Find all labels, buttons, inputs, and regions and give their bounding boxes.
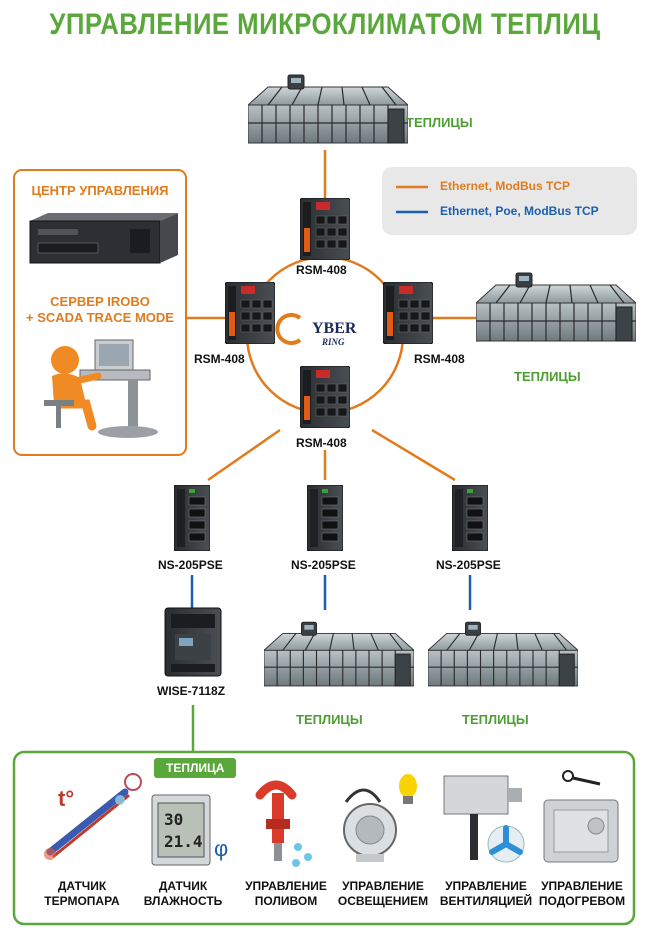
- cyber-ring-logo-text: YBER: [312, 320, 357, 337]
- greenhouse-right: [476, 272, 636, 342]
- ns-label-left: NS-205PSE: [158, 558, 223, 572]
- greenhouse-panel-frame: [12, 750, 636, 926]
- light-sensor-icon: [343, 774, 417, 862]
- poe-links: [190, 575, 472, 612]
- rsm-switch-right: [383, 282, 433, 344]
- control-center-frame: [13, 169, 187, 456]
- ns-label-center: NS-205PSE: [291, 558, 356, 572]
- greenhouse-bottom-center-label: ТЕПЛИЦЫ: [296, 712, 363, 727]
- device-label-heating-line2: ПОДОГРЕВОМ: [538, 894, 626, 908]
- ns-switch-right: [452, 485, 488, 551]
- device-label-ventilation-line1: УПРАВЛЕНИЕ: [445, 879, 527, 893]
- device-label-lighting-line1: УПРАВЛЕНИЕ: [342, 879, 424, 893]
- cyber-ring-logo-sub: RING: [322, 337, 345, 347]
- heating-thermostat-icon: [543, 770, 619, 863]
- ns-label-right: NS-205PSE: [436, 558, 501, 572]
- cyber-ring-logo-c: [275, 313, 302, 345]
- rsm-label-left: RSM-408: [194, 352, 245, 366]
- thermocouple-glyph: t°: [58, 786, 75, 811]
- rsm-label-top: RSM-408: [296, 263, 347, 277]
- device-label-humidity-line2: ВЛАЖНОСТЬ: [143, 894, 223, 908]
- ventilation-icon: [443, 775, 525, 863]
- rsm-switch-top: [300, 198, 350, 260]
- greenhouse-bottom-right: [428, 621, 578, 687]
- humidity-glyph: φ: [214, 836, 229, 861]
- legend-box: [382, 167, 637, 235]
- device-label-ventilation-line2: ВЕНТИЛЯЦИЕЙ: [439, 894, 533, 908]
- rsm-switch-bottom: [300, 366, 350, 428]
- humidity-display-top: 30: [164, 810, 184, 829]
- wise-module-label: WISE-7118Z: [157, 684, 226, 698]
- operator-figure: [44, 339, 158, 438]
- legend-poe-label: Ethernet, Poe, ModBus TCP: [440, 204, 599, 218]
- greenhouse-panel-tag: ТЕПЛИЦА: [154, 758, 237, 778]
- ns-switch-center: [307, 485, 343, 551]
- greenhouse-right-label: ТЕПЛИЦЫ: [514, 369, 581, 384]
- legend-ethernet-label: Ethernet, ModBus TCP: [440, 179, 571, 193]
- server-label-line2: + SCADA TRACE MODE: [26, 310, 174, 325]
- device-label-irrigation-line2: ПОЛИВОМ: [254, 894, 318, 908]
- greenhouse-bottom-center: [264, 621, 414, 687]
- humidity-sensor-icon: [151, 794, 211, 866]
- greenhouse-top: [248, 74, 408, 144]
- server-rack: [29, 213, 178, 264]
- device-label-heating-line1: УПРАВЛЕНИЕ: [541, 879, 623, 893]
- rsm-switch-left: [225, 282, 275, 344]
- device-label-irrigation-line1: УПРАВЛЕНИЕ: [245, 879, 327, 893]
- ethernet-links: [186, 150, 478, 482]
- greenhouse-bottom-right-label: ТЕПЛИЦЫ: [462, 712, 529, 727]
- sprinkler-icon: [255, 780, 312, 867]
- control-center-heading: ЦЕНТР УПРАВЛЕНИЯ: [31, 183, 169, 198]
- device-label-humidity-line1: ДАТЧИК: [158, 879, 208, 893]
- rsm-label-right: RSM-408: [414, 352, 465, 366]
- greenhouse-top-label: ТЕПЛИЦЫ: [406, 115, 473, 130]
- device-label-lighting-line2: ОСВЕЩЕНИЕМ: [337, 894, 429, 908]
- thermocouple-icon: [44, 773, 142, 860]
- ns-switch-left: [174, 485, 210, 551]
- rsm-label-bottom: RSM-408: [296, 436, 347, 450]
- server-label-line1: СЕРВЕР IROBO: [50, 294, 150, 309]
- humidity-display-bottom: 21.4: [164, 832, 203, 851]
- page-title: УПРАВЛЕНИЕ МИКРОКЛИМАТОМ ТЕПЛИЦ: [49, 8, 601, 41]
- wise-module: [164, 607, 222, 677]
- device-label-thermocouple-line1: ДАТЧИК: [57, 879, 107, 893]
- device-label-thermocouple-line2: ТЕРМОПАРА: [44, 894, 120, 908]
